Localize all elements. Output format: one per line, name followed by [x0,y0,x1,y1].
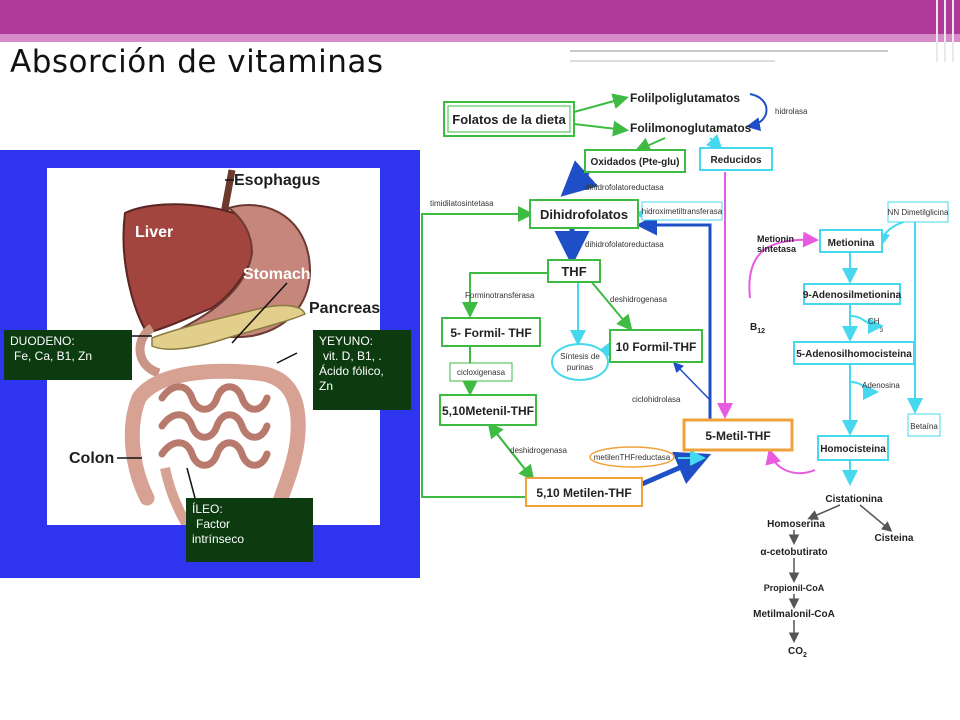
homocisteina-box [817,435,889,461]
stomach-label: Stomach [243,266,311,283]
cicloox-label: cicloxigenasa [457,368,506,377]
formino-label: Forminotransferasa [465,291,535,300]
header-shade [0,34,960,42]
formil5-label: 5- Formil- THF [450,326,531,340]
anatomy-panel: Esophagus Liver Stomach Pancreas Colon D… [0,150,420,578]
ileo-title: ÍLEO: [192,502,223,516]
deshidro1-label: deshidrogenasa [610,295,667,304]
formil10-label: 10 Formil-THF [616,340,697,354]
folipoli-label: Folilpoliglutamatos [630,91,740,105]
dihidrofolatos-box [529,199,639,229]
pancreas-label: Pancreas [309,300,381,317]
homocisteina-label: Homocisteina [820,444,886,455]
cetobut-label: α-cetobutirato [760,547,827,558]
oxidados-label: Oxidados (Pte-glu) [591,157,680,168]
sintesis-label-1: Síntesis de [560,352,600,361]
ileo-body-2: intrínseco [192,532,245,546]
propionil-label: Propionil-CoA [764,583,825,593]
deshidro2-label: deshidrogenasa [510,446,567,455]
ileo-body-1: Factor [196,517,231,531]
homoserina-label: Homoserina [767,519,825,530]
esophagus-label: Esophagus [234,172,321,189]
adenosina-label: Adenosina [862,381,900,390]
metenil-box [439,394,537,426]
yeyuno-body-1: vit. D, B1, . [323,349,382,363]
oxidados-box [584,149,686,173]
folimono-label: Folilmonoglutamatos [630,121,752,135]
adohcy-box [793,341,915,365]
sintesis-purinas-node [551,343,609,381]
dhfr1-label: dihidrofolatoreductasa [585,183,664,192]
yeyuno-body-2: Ácido fólico, [319,364,384,378]
nndimetil-label: NN Dimetilglicina [888,208,949,217]
dihidrofolatos-label: Dihidrofolatos [540,207,628,222]
yeyuno-title: YEYUNO: [319,334,374,348]
cistationina-label: Cistationina [825,494,883,505]
metilenred-label: metilenTHFreductasa [594,453,671,462]
ciclohidro-label: ciclohidrolasa [632,395,681,404]
reducidos-box [699,147,773,171]
yeyuno-body-3: Zn [319,379,334,393]
formil10-box [609,329,703,363]
yeyuno-box: YEYUNO: vit. D, B1, . Ácido fólico, Zn [313,330,411,410]
header-stripe [952,0,954,62]
cisteina-label: Cisteina [875,533,914,544]
digestive-illustration [117,169,311,528]
timidilato-label: timidilatosintetasa [430,199,494,208]
header-rule [570,50,888,52]
page-title: Absorción de vitaminas [10,44,384,80]
sintesis-label-2: purinas [567,363,593,372]
metilmalonil-label: Metilmalonil-CoA [753,609,835,620]
colon-label: Colon [69,450,115,467]
metionin-label-2: sintetasa [757,244,797,254]
metionin-label-1: Metionin [757,234,794,244]
metionina-box [819,229,883,253]
betaina-label: Betaína [910,422,938,431]
metil5-label: 5-Metil-THF [705,429,770,443]
duodeno-body: Fe, Ca, B1, Zn [14,349,93,363]
header-stripe [936,0,938,62]
reducidos-label: Reducidos [710,155,762,166]
folate-pathway-diagram: Folatos de la dieta Folilpoliglutamatos … [421,91,949,659]
folatos-label: Folatos de la dieta [452,112,566,127]
dhfr2-label: dihidrofolatoreductasa [585,240,664,249]
metionina-label: Metionina [828,238,875,249]
duodeno-title: DUODENO: [10,334,75,348]
hidroximetil-label: hidroximetiltransferasa [642,207,723,216]
header-rule-2 [570,60,775,62]
metil5-box [682,418,794,452]
metilen-label: 5,10 Metilen-THF [536,486,631,500]
adohcy-label: 5-Adenosilhomocisteina [796,349,912,360]
folatos-box [443,101,575,137]
b12-label: B12 [750,322,765,335]
ch3-label: CH3 [868,317,884,334]
duodeno-box: DUODENO: Fe, Ca, B1, Zn [4,330,132,380]
thf-label: THF [561,264,586,279]
ileo-box: ÍLEO: Factor intrínseco [186,498,313,562]
co2-label: CO2 [788,646,807,659]
metenil-label: 5,10Metenil-THF [442,404,534,418]
adomet-label: 9-Adenosilmetionina [803,290,902,301]
header-stripe [944,0,946,62]
header-bar [0,0,960,34]
metilen-box [525,477,643,507]
thf-box [547,259,601,283]
liver-label: Liver [135,224,174,241]
formil5-box [441,317,541,347]
hidrolasa-label: hidrolasa [775,107,808,116]
adomet-box [803,283,901,305]
